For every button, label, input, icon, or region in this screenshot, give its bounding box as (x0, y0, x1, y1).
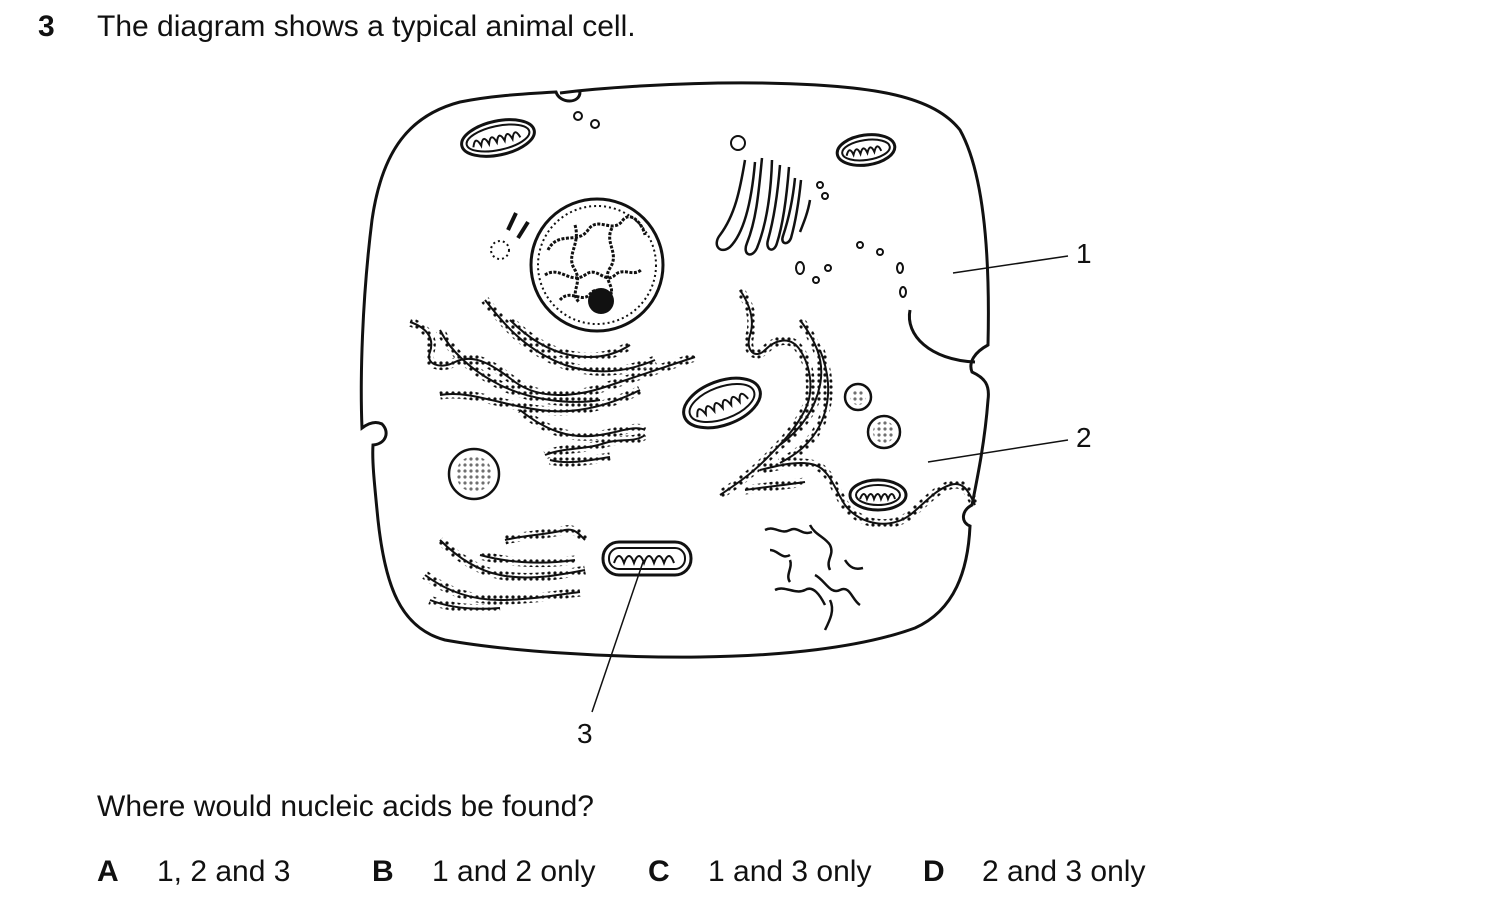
mitochondrion-middle (682, 376, 762, 430)
question-prompt: Where would nucleic acids be found? (97, 790, 594, 823)
option-b-text[interactable]: 1 and 2 only (432, 855, 596, 888)
lysosome-left (447, 447, 501, 501)
label-3: 3 (577, 718, 593, 749)
label-2: 2 (1076, 422, 1092, 453)
smooth-er (764, 524, 864, 631)
answer-options: A 1, 2 and 3 B 1 and 2 only C 1 and 3 on… (0, 855, 1500, 895)
mitochondrion-top-right (835, 133, 897, 167)
option-d-text[interactable]: 2 and 3 only (982, 855, 1146, 888)
vesicles-top (573, 111, 907, 298)
question-number: 3 (38, 10, 55, 43)
option-d-letter[interactable]: D (923, 855, 945, 888)
label-1: 1 (1076, 238, 1092, 269)
golgi-apparatus (715, 157, 812, 256)
chromatin (544, 215, 647, 304)
mitochondrion-label-3 (601, 540, 693, 577)
label-line-1 (952, 255, 1069, 274)
mitochondrion-top-left (460, 118, 536, 158)
option-a-letter[interactable]: A (97, 855, 119, 888)
question-stem: The diagram shows a typical animal cell. (97, 10, 636, 43)
rough-er-right (717, 287, 980, 529)
nucleolus (588, 288, 614, 314)
option-c-letter[interactable]: C (648, 855, 670, 888)
label-line-3 (591, 561, 644, 713)
nucleus (529, 197, 665, 333)
option-c-text[interactable]: 1 and 3 only (708, 855, 872, 888)
mitochondrion-lower-right (848, 478, 908, 512)
rough-er-lower-left (422, 525, 589, 614)
rough-er-central (408, 297, 697, 467)
lysosome-right (866, 414, 902, 450)
centrioles (506, 212, 530, 240)
option-b-letter[interactable]: B (372, 855, 394, 888)
vesicle-dotted (490, 240, 510, 260)
cell-membrane (359, 81, 990, 659)
animal-cell-diagram: 1 2 3 (359, 81, 1092, 749)
option-a-text[interactable]: 1, 2 and 3 (157, 855, 291, 888)
lysosome-right-small (843, 382, 873, 412)
label-line-2 (927, 439, 1069, 463)
membrane-invagination (907, 309, 976, 364)
